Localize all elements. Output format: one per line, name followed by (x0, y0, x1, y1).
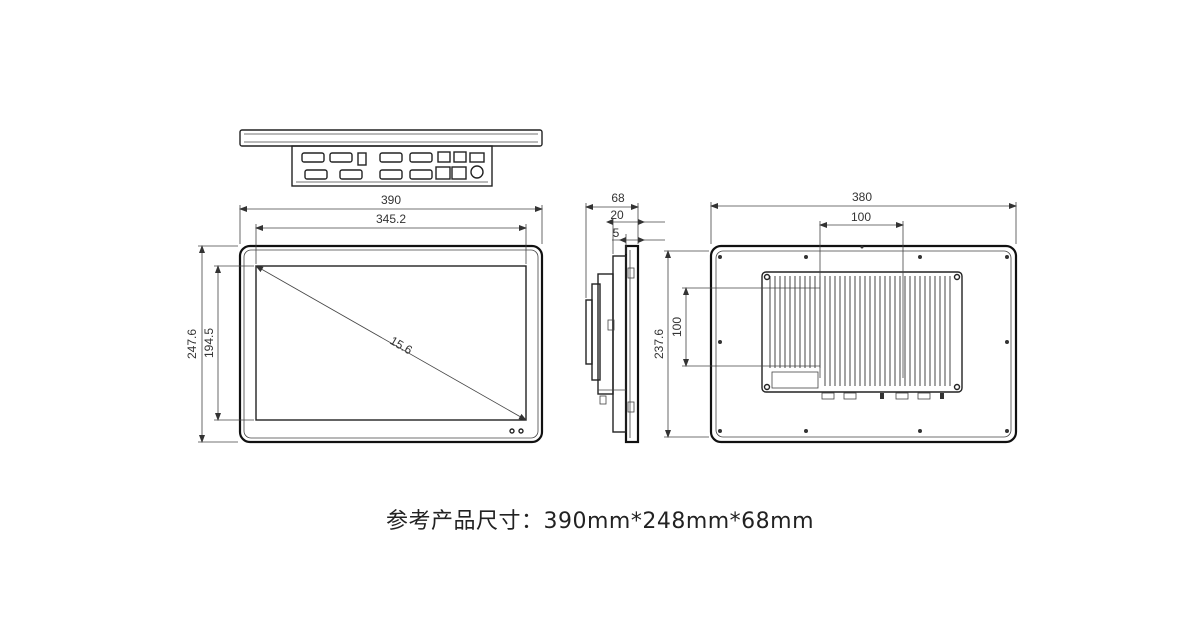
rear-view: 380 100 237.6 100 (652, 190, 1018, 444)
panel-label: 5 (613, 226, 620, 240)
depth-label: 68 (611, 191, 625, 205)
side-view-handle (585, 299, 593, 365)
heatsink-housing (761, 271, 963, 393)
product-dimensions-caption: 参考产品尺寸：390mm*248mm*68mm (385, 509, 815, 534)
lan-port-icon (435, 166, 467, 180)
mounting-hole-icon (718, 245, 1009, 433)
diagonal-label: 15.6 (388, 333, 416, 357)
height-label: 247.6 (185, 329, 199, 359)
label-plate (771, 371, 819, 389)
terminal-block-icon (469, 152, 485, 163)
serial-port-icon (301, 152, 433, 180)
top-view (239, 129, 543, 187)
bezel-label: 20 (610, 208, 624, 222)
diagonal-dimension-line (255, 265, 527, 421)
vesa-vertical-label: 100 (670, 317, 684, 337)
width-label: 390 (381, 193, 401, 207)
display-height-label: 194.5 (202, 328, 216, 358)
top-view-bezel (239, 129, 543, 147)
front-view-outline (238, 244, 544, 444)
power-jack-icon (470, 165, 484, 179)
usb-port-icon (437, 151, 467, 163)
top-view-io-box (291, 145, 493, 187)
side-view-housing (597, 273, 614, 395)
rear-height-label: 237.6 (652, 329, 666, 359)
front-view: 15.6 390 345.2 247.6 194.5 (185, 193, 544, 444)
indicator-led-icon (518, 428, 524, 434)
indicator-led-icon (509, 428, 515, 434)
rear-width-label: 380 (852, 190, 872, 204)
rear-view-outline (709, 244, 1018, 444)
side-view: 68 20 5 (585, 191, 665, 444)
connector-icon (357, 152, 367, 166)
display-width-label: 345.2 (376, 212, 406, 226)
vesa-horizontal-label: 100 (851, 210, 871, 224)
heatsink-fins (769, 276, 951, 386)
rear-port-icon (821, 392, 944, 400)
